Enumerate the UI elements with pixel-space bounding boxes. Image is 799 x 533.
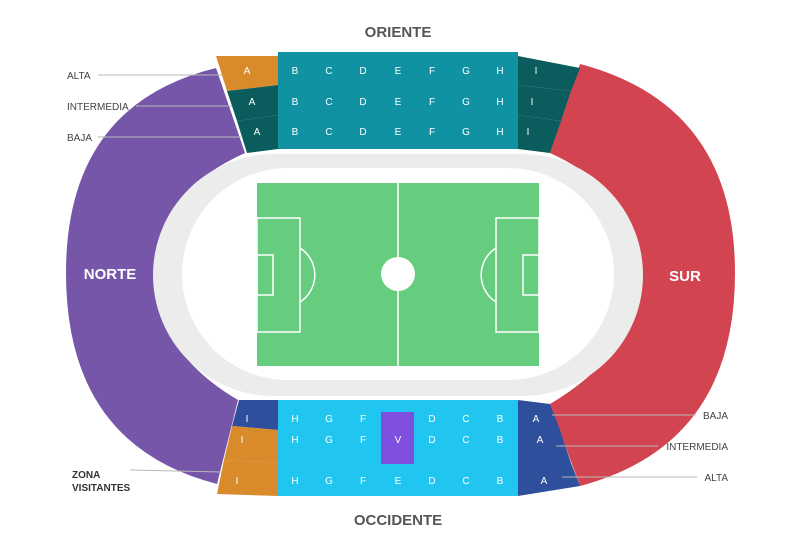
west-baja-a[interactable] [518, 400, 560, 430]
occidente-title: OCCIDENTE [354, 512, 442, 529]
west-section-3-a[interactable]: A [541, 476, 548, 487]
norte-title: NORTE [84, 266, 137, 283]
west-section-3-h[interactable]: H [291, 476, 298, 487]
east-section-1-h[interactable]: H [496, 66, 503, 77]
tier-label-baja-left: BAJA [67, 133, 92, 144]
east-intermedia-i[interactable] [518, 85, 571, 121]
east-section-2-g[interactable]: G [462, 97, 470, 108]
east-section-2-c[interactable]: C [325, 97, 332, 108]
west-stand[interactable] [217, 400, 580, 496]
east-section-2-h[interactable]: H [496, 97, 503, 108]
west-alta-a[interactable] [518, 463, 580, 496]
west-section-1-b[interactable]: B [497, 414, 504, 425]
north-stand[interactable] [66, 68, 245, 484]
east-alta-i[interactable] [518, 56, 580, 91]
west-section-3-g[interactable]: G [325, 476, 333, 487]
east-section-1-b[interactable]: B [292, 66, 299, 77]
sur-title: SUR [669, 268, 701, 285]
west-section-2-v[interactable]: V [395, 435, 402, 446]
west-intermedia-a[interactable] [518, 430, 571, 463]
east-section-3-e[interactable]: E [395, 127, 402, 138]
east-section-2-i[interactable]: I [531, 97, 534, 108]
west-section-1-c[interactable]: C [462, 414, 469, 425]
east-section-1-g[interactable]: G [462, 66, 470, 77]
east-section-1-i[interactable]: I [535, 66, 538, 77]
east-alta-a[interactable] [216, 56, 278, 91]
east-section-2-f[interactable]: F [429, 97, 435, 108]
east-center-block[interactable] [278, 52, 518, 149]
west-section-2-h[interactable]: H [291, 435, 298, 446]
west-baja-i[interactable] [232, 400, 278, 430]
west-section-2-c[interactable]: C [462, 435, 469, 446]
visitors-zone-label-line2: VISITANTES [72, 483, 130, 494]
tier-label-baja-right: BAJA [703, 411, 728, 422]
oriente-title: ORIENTE [365, 24, 432, 41]
east-intermedia-a[interactable] [227, 85, 278, 121]
west-section-1-i[interactable]: I [246, 414, 249, 425]
east-section-3-f[interactable]: F [429, 127, 435, 138]
east-section-3-h[interactable]: H [496, 127, 503, 138]
east-section-1-c[interactable]: C [325, 66, 332, 77]
west-section-2-i[interactable]: I [241, 435, 244, 446]
east-section-1-f[interactable]: F [429, 66, 435, 77]
west-section-2-f[interactable]: F [360, 435, 366, 446]
east-section-2-b[interactable]: B [292, 97, 299, 108]
west-section-1-d[interactable]: D [428, 414, 435, 425]
west-section-2-b[interactable]: B [497, 435, 504, 446]
west-section-3-d[interactable]: D [428, 476, 435, 487]
east-section-3-g[interactable]: G [462, 127, 470, 138]
tier-label-alta-right: ALTA [704, 473, 728, 484]
east-seat-grid: A B C D E F G H I A B C D E F G H I A B C D E F G H I [244, 66, 538, 138]
east-section-3-a[interactable]: A [254, 127, 261, 138]
visitors-block[interactable] [381, 412, 414, 464]
east-section-2-a[interactable]: A [249, 97, 256, 108]
east-stand[interactable] [216, 52, 580, 153]
west-section-2-d[interactable]: D [428, 435, 435, 446]
west-section-1-f[interactable]: F [360, 414, 366, 425]
east-baja-i[interactable] [518, 115, 561, 153]
west-section-3-f[interactable]: F [360, 476, 366, 487]
tier-label-intermedia-right: INTERMEDIA [666, 442, 728, 453]
east-section-2-e[interactable]: E [395, 97, 402, 108]
east-section-3-c[interactable]: C [325, 127, 332, 138]
west-intermedia-i[interactable] [224, 426, 278, 463]
west-section-3-e[interactable]: E [395, 476, 402, 487]
east-section-1-a[interactable]: A [244, 66, 251, 77]
tier-label-alta-left: ALTA [67, 71, 91, 82]
tier-label-intermedia-left: INTERMEDIA [67, 102, 129, 113]
west-section-3-b[interactable]: B [497, 476, 504, 487]
west-section-1-g[interactable]: G [325, 414, 333, 425]
east-baja-a[interactable] [237, 115, 278, 153]
west-seat-grid: I H G F D C B A I H G F V D C B A I H G F E D C B A [236, 414, 548, 487]
east-section-3-b[interactable]: B [292, 127, 299, 138]
east-section-1-d[interactable]: D [359, 66, 366, 77]
east-section-2-d[interactable]: D [359, 97, 366, 108]
east-section-1-e[interactable]: E [395, 66, 402, 77]
football-pitch [256, 183, 540, 366]
west-alta-i[interactable] [217, 460, 278, 496]
west-section-3-c[interactable]: C [462, 476, 469, 487]
visitors-zone-label-line1: ZONA [72, 470, 100, 481]
west-section-2-g[interactable]: G [325, 435, 333, 446]
east-section-3-d[interactable]: D [359, 127, 366, 138]
west-section-3-i[interactable]: I [236, 476, 239, 487]
west-section-1-a[interactable]: A [533, 414, 540, 425]
east-section-3-i[interactable]: I [527, 127, 530, 138]
west-section-1-h[interactable]: H [291, 414, 298, 425]
west-section-2-a[interactable]: A [537, 435, 544, 446]
